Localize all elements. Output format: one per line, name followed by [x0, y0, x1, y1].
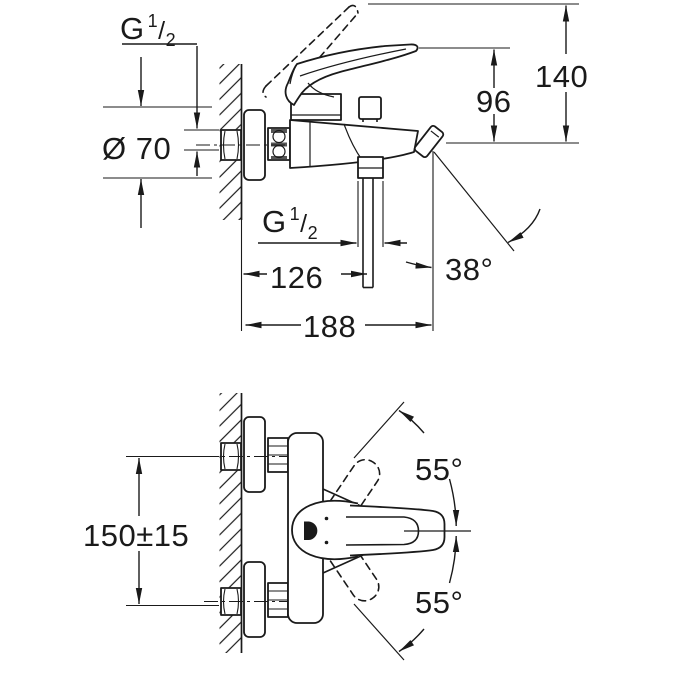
lever-handle-plan: [291, 499, 446, 561]
wall-section-top: [219, 64, 243, 331]
faucet-body-side: [289, 119, 445, 169]
figure-plan-view: 150±15 55° 55°: [83, 393, 471, 661]
escutcheon-upper: [243, 416, 266, 493]
hose-outlet: [357, 156, 384, 289]
dimension-lever-height: [419, 47, 510, 142]
body-taper-lower: [322, 554, 364, 574]
hose-depth-label: 126: [270, 260, 323, 295]
lever-height-label: 96: [476, 84, 511, 119]
dimension-mounting-distance: [126, 455, 219, 607]
lever-dot-lower: [324, 540, 329, 545]
dimension-escutcheon-diameter: [103, 57, 212, 228]
spout-angle-label: 38°: [445, 252, 493, 287]
lever-indicator-mark: [304, 521, 318, 540]
lever-dot-upper: [324, 516, 329, 521]
swivel-upper-label: 55°: [415, 452, 463, 487]
cartridge-housing: [290, 93, 342, 121]
dimension-total-height: [368, 3, 579, 144]
diverter-knob: [358, 96, 382, 122]
connection-nut-upper: [267, 437, 289, 473]
dimension-swivel-angles: [353, 401, 471, 661]
dimension-spout-angle: [405, 151, 541, 331]
lever-handle-side: [284, 43, 419, 106]
mounting-distance-label: 150±15: [83, 518, 189, 553]
spout-aerator: [413, 124, 445, 159]
total-height-label: 140: [535, 59, 588, 94]
swivel-lower-label: 55°: [415, 585, 463, 620]
escutcheon-lower: [243, 561, 266, 638]
escutcheon-diameter-label: Ø 70: [102, 131, 171, 166]
dimension-wall-thread: [122, 43, 219, 176]
total-depth-label: 188: [303, 309, 356, 344]
figure-side-elevation: G1/2 Ø 70 96 140 38° G1/2 126 188: [102, 3, 588, 344]
connection-nut: [267, 127, 291, 161]
connection-nut-lower: [267, 582, 289, 618]
